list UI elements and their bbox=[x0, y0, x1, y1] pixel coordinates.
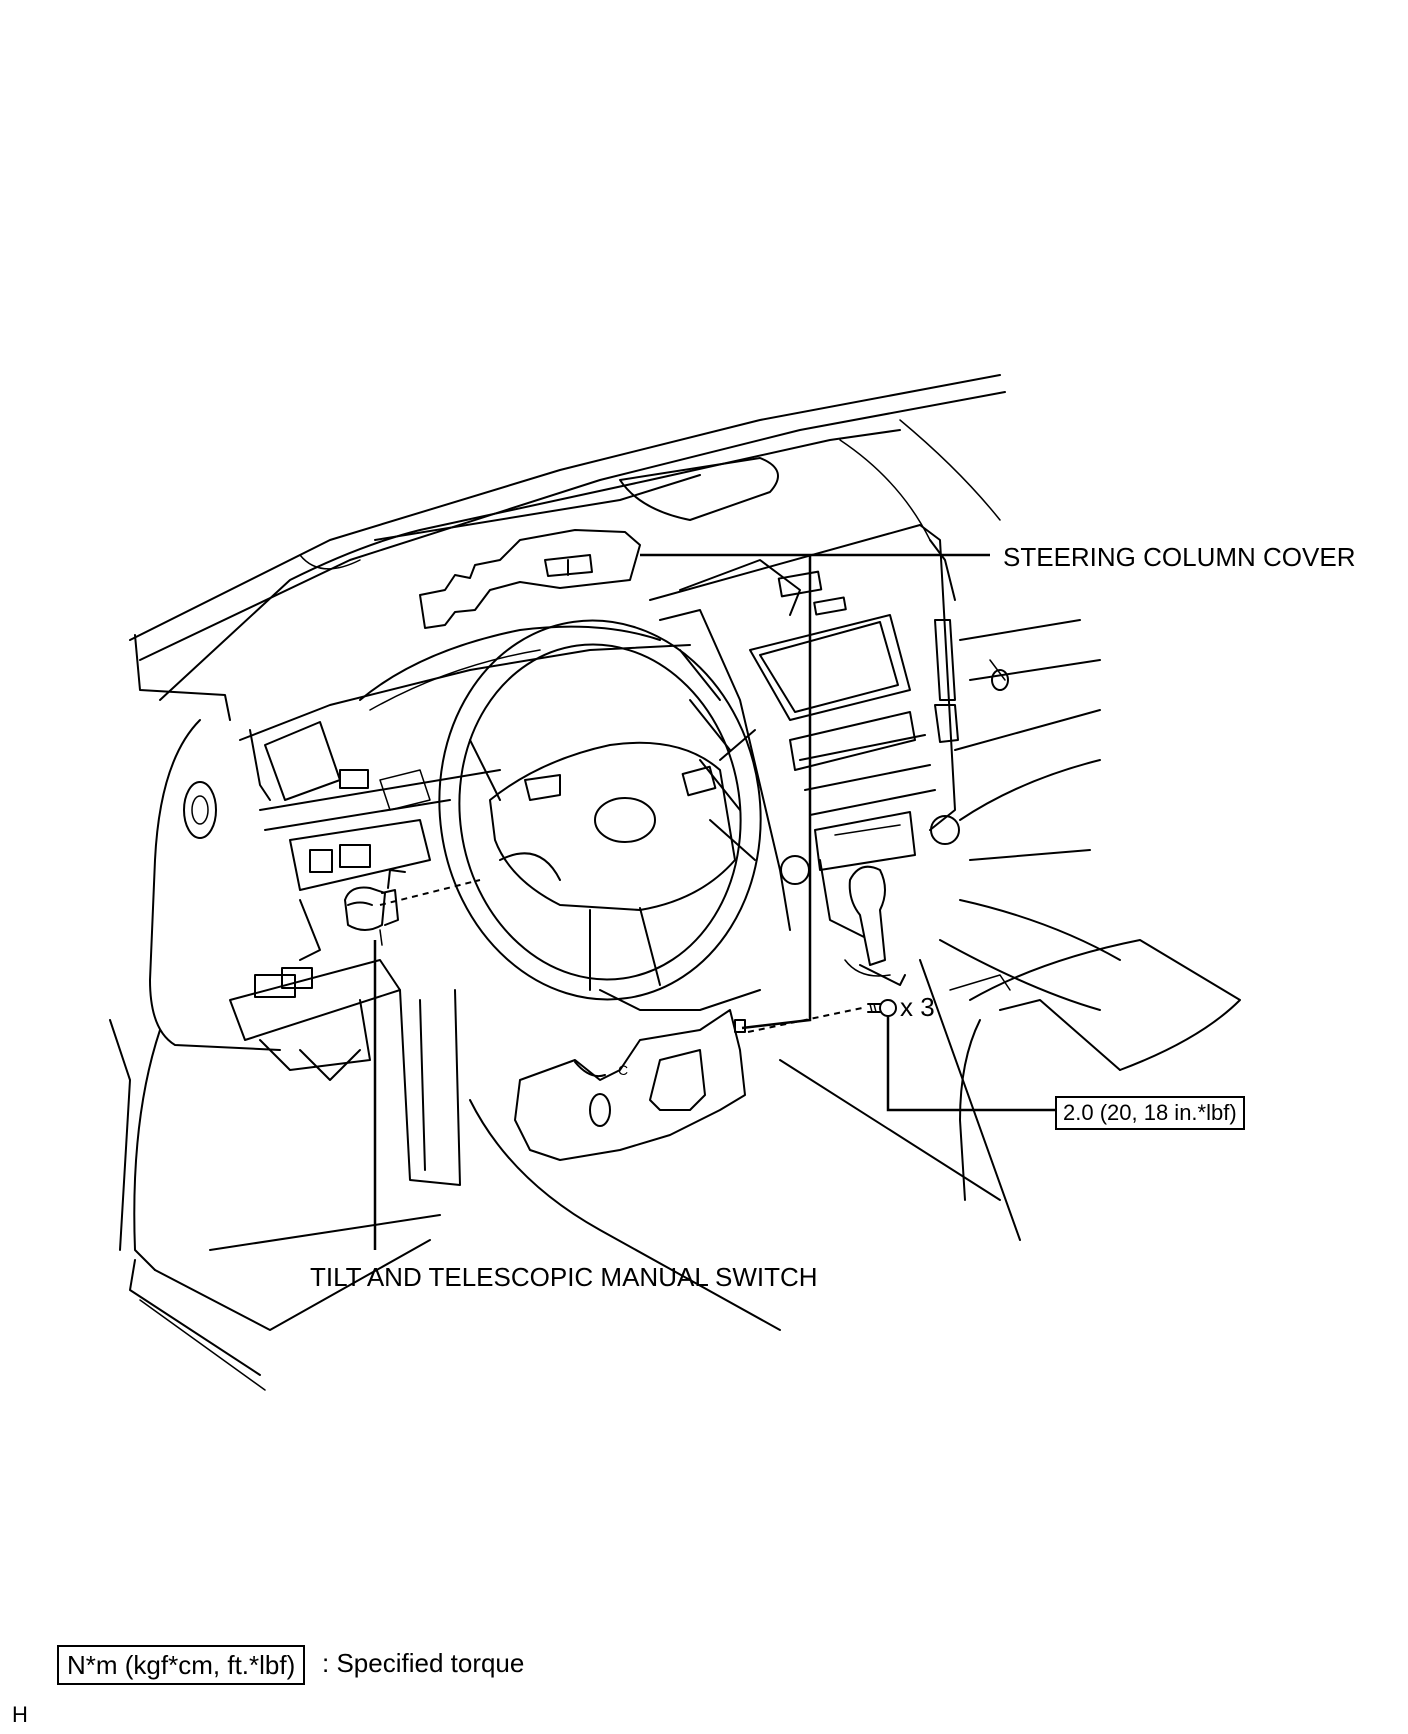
floor-area bbox=[209, 989, 781, 1331]
leader-lines bbox=[373, 553, 1055, 1250]
upper-column-cover bbox=[419, 529, 641, 629]
center-stack bbox=[649, 524, 960, 941]
torque-value-box: 2.0 (20, 18 in.*lbf) bbox=[1055, 1096, 1245, 1130]
lower-column-cover: C bbox=[514, 1009, 746, 1161]
torque-legend-description: : Specified torque bbox=[322, 1648, 525, 1678]
tilt-switch-component bbox=[344, 869, 406, 946]
bolt-icon bbox=[867, 999, 897, 1017]
lower-cover-mark: C bbox=[618, 1062, 628, 1078]
windshield-edge bbox=[129, 374, 1006, 661]
left-switch-panel bbox=[229, 819, 431, 1071]
left-door-pillar bbox=[109, 634, 431, 1391]
right-dash-seat bbox=[779, 619, 1241, 1241]
dashboard-top bbox=[159, 419, 1001, 701]
tilt-switch-label: TILT AND TELESCOPIC MANUAL SWITCH bbox=[310, 1262, 818, 1292]
bolt-quantity-label: x 3 bbox=[900, 992, 935, 1022]
corner-mark: H bbox=[12, 1702, 28, 1727]
torque-unit-legend-box: N*m (kgf*cm, ft.*lbf) bbox=[57, 1645, 306, 1685]
instrument-cluster bbox=[239, 625, 691, 831]
shift-lever bbox=[844, 865, 906, 986]
steering-column-cover-label: STEERING COLUMN COVER bbox=[1003, 542, 1356, 572]
